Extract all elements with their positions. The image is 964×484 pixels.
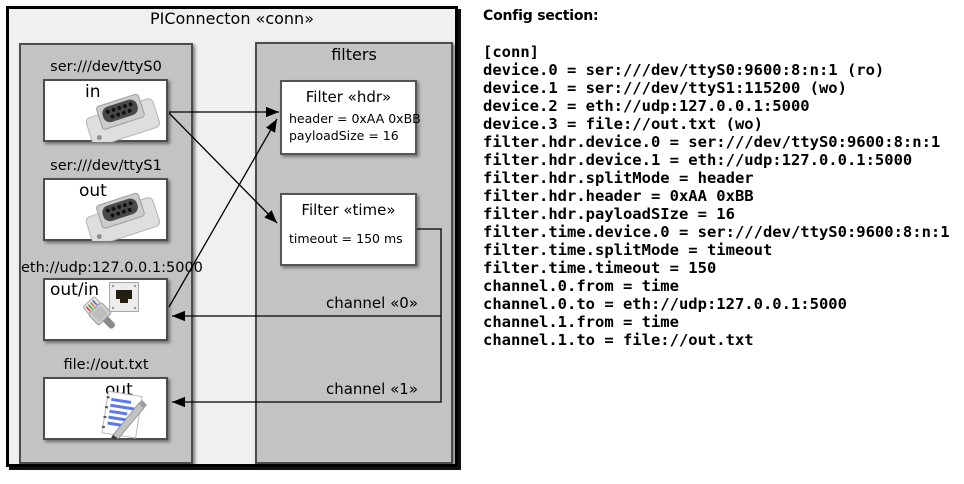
diagram-title: PIConnecton «conn» (150, 9, 314, 28)
config-line: filter.hdr.header = 0xAA 0xBB (483, 187, 754, 205)
config-line: filter.time.device.0 = ser:///dev/ttyS0:… (483, 223, 950, 241)
config-line: device.1 = ser:///dev/ttyS1:115200 (wo) (483, 79, 847, 97)
filter-hdr-title: Filter «hdr» (305, 88, 392, 106)
device-label-eth: eth://udp:127.0.0.1:5000 (21, 260, 203, 276)
config-line: device.2 = eth://udp:127.0.0.1:5000 (483, 97, 810, 115)
config-line: filter.hdr.device.0 = ser:///dev/ttyS0:9… (483, 133, 941, 151)
device-box-ttys0: in (43, 79, 168, 142)
device-label-file: file://out.txt (63, 357, 149, 373)
device-port-label: out/in (50, 280, 100, 300)
config-line: filter.hdr.splitMode = header (483, 169, 754, 187)
filters-panel-title: filters (331, 45, 377, 64)
device-box-ttys1: out (43, 178, 168, 241)
config-line: [conn] (483, 43, 539, 61)
device-box-eth: out/in (43, 278, 168, 341)
config-line: channel.1.to = file://out.txt (483, 331, 754, 349)
device-port-label: out (79, 181, 107, 201)
filter-time-title: Filter «time» (301, 201, 396, 219)
filter-box-hdr: Filter «hdr» header = 0xAA 0xBB payloadS… (280, 80, 421, 155)
config-section-body: [conn]device.0 = ser:///dev/ttyS0:9600:8… (483, 43, 950, 349)
device-port-label: out (105, 380, 133, 400)
filter-hdr-attr-payloadsize: payloadSize = 16 (289, 128, 399, 143)
config-line: channel.0.from = time (483, 277, 679, 295)
filter-hdr-attr-header: header = 0xAA 0xBB (289, 111, 421, 126)
channel-0-label: channel «0» (325, 294, 418, 312)
ethernet-cable-icon (82, 296, 116, 329)
config-line: filter.hdr.device.1 = eth://udp:127.0.0.… (483, 151, 913, 169)
device-box-file: out (43, 377, 168, 440)
config-line: channel.1.from = time (483, 313, 679, 331)
device-label-ttys1: ser:///dev/ttyS1 (50, 158, 162, 174)
config-line: filter.time.timeout = 150 (483, 259, 717, 277)
ethernet-port-icon (109, 282, 139, 312)
config-line: channel.0.to = eth://udp:127.0.0.1:5000 (483, 295, 847, 313)
config-line: filter.hdr.payloadSIze = 16 (483, 205, 735, 223)
channel-1-label: channel «1» (325, 380, 418, 398)
config-line: device.0 = ser:///dev/ttyS0:9600:8:n:1 (… (483, 61, 885, 79)
config-line: filter.time.splitMode = timeout (483, 241, 773, 259)
filter-box-time: Filter «time» timeout = 150 ms (280, 193, 417, 266)
device-label-ttys0: ser:///dev/ttyS0 (50, 59, 162, 75)
config-line: device.3 = file://out.txt (wo) (483, 115, 763, 133)
device-port-label: in (85, 82, 101, 102)
filter-time-attr-timeout: timeout = 150 ms (289, 231, 403, 246)
config-section-heading: Config section: (483, 8, 599, 24)
